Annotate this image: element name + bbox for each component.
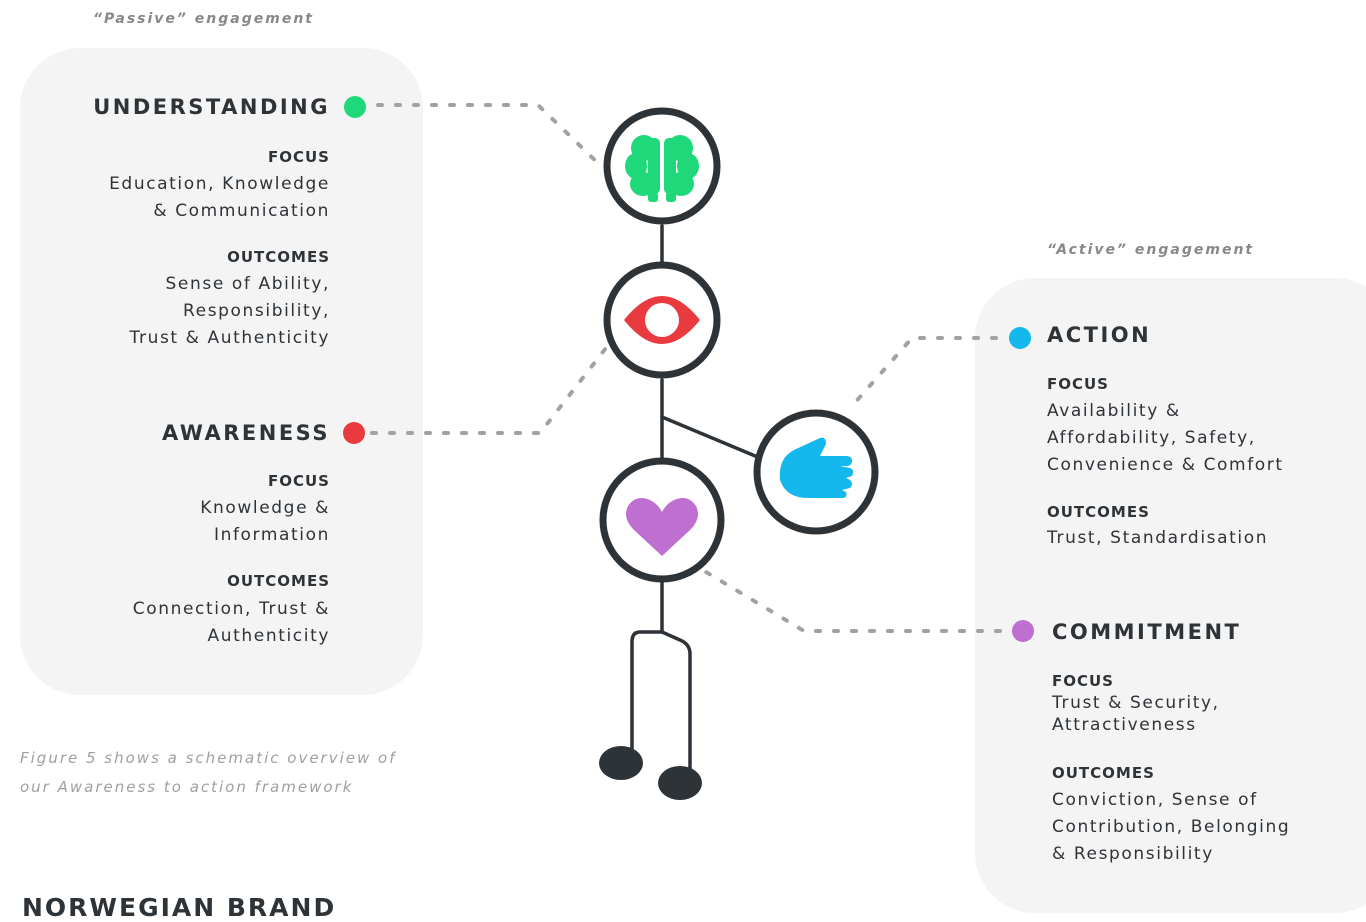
understanding-connector [376, 103, 605, 170]
left-foot [599, 746, 643, 780]
commitment-outcomes-line: & Responsibility [1052, 844, 1214, 864]
left-leg [630, 630, 664, 752]
awareness-outcomes-line: Authenticity [207, 626, 330, 646]
understanding-outcomes-line: Trust & Authenticity [129, 328, 330, 348]
footer-title: NORWEGIAN BRAND [22, 893, 337, 922]
awareness-outcomes-label: OUTCOMES [227, 572, 330, 590]
awareness-focus-text: Knowledge & Information [200, 495, 330, 549]
commitment-focus-text: Trust & Security, Attractiveness [1052, 692, 1220, 736]
commitment-outcomes-line: Contribution, Belonging [1052, 817, 1291, 837]
active-engagement-caption: “Active” engagement [1047, 242, 1255, 258]
right-leg [660, 630, 692, 772]
action-focus-line: Affordability, Safety, [1047, 428, 1256, 448]
figure-caption-line: our Awareness to action framework [20, 778, 354, 796]
action-focus-label: FOCUS [1047, 375, 1109, 393]
commitment-dot [1012, 620, 1034, 642]
understanding-focus-label: FOCUS [268, 148, 330, 166]
understanding-outcomes-line: Sense of Ability, [165, 274, 330, 294]
awareness-connector [370, 346, 608, 435]
action-outcomes-text: Trust, Standardisation [1047, 525, 1268, 552]
awareness-dot [343, 422, 365, 444]
commitment-focus-label: FOCUS [1052, 672, 1114, 690]
action-outcomes-line: Trust, Standardisation [1047, 528, 1269, 548]
figure-caption: Figure 5 shows a schematic overview of o… [20, 744, 397, 802]
heart-icon [626, 498, 698, 556]
brain-icon [625, 135, 699, 202]
commitment-outcomes-line: Conviction, Sense of [1052, 790, 1258, 810]
awareness-focus-line: Knowledge & [200, 498, 330, 518]
understanding-focus-text: Education, Knowledge & Communication [109, 171, 330, 225]
understanding-title: UNDERSTANDING [93, 95, 330, 119]
awareness-outcomes-text: Connection, Trust & Authenticity [133, 596, 330, 650]
understanding-outcomes-text: Sense of Ability, Responsibility, Trust … [130, 271, 331, 352]
commitment-focus-line: Trust & Security, [1052, 693, 1220, 713]
active-panel [975, 278, 1366, 913]
awareness-focus-label: FOCUS [268, 472, 330, 490]
commitment-outcomes-text: Conviction, Sense of Contribution, Belon… [1052, 787, 1290, 868]
action-title: ACTION [1047, 323, 1152, 347]
action-focus-text: Availability & Affordability, Safety, Co… [1047, 398, 1284, 479]
understanding-focus-line: Education, Knowledge [109, 174, 330, 194]
action-outcomes-label: OUTCOMES [1047, 503, 1150, 521]
action-dot [1009, 327, 1031, 349]
understanding-outcomes-line: Responsibility, [182, 301, 330, 321]
awareness-title: AWARENESS [161, 421, 330, 445]
understanding-outcomes-label: OUTCOMES [227, 248, 330, 266]
commitment-connector [704, 570, 1002, 633]
commitment-focus-line: Attractiveness [1052, 715, 1197, 735]
understanding-focus-line: & Communication [153, 201, 330, 221]
action-focus-line: Convenience & Comfort [1047, 455, 1284, 475]
figure-caption-line: Figure 5 shows a schematic overview of [20, 749, 397, 767]
brain-circle [603, 107, 721, 225]
passive-engagement-caption: “Passive” engagement [93, 11, 314, 27]
commitment-outcomes-label: OUTCOMES [1052, 764, 1155, 782]
hand-icon [779, 437, 854, 498]
understanding-dot [344, 96, 366, 118]
action-focus-line: Availability & [1047, 401, 1181, 421]
right-foot [658, 766, 702, 800]
action-connector [850, 336, 998, 408]
awareness-focus-line: Information [213, 525, 330, 545]
commitment-title: COMMITMENT [1052, 620, 1242, 644]
eye-icon [624, 296, 700, 344]
arm-line [660, 415, 762, 460]
awareness-outcomes-line: Connection, Trust & [132, 599, 330, 619]
passive-panel [20, 48, 423, 695]
